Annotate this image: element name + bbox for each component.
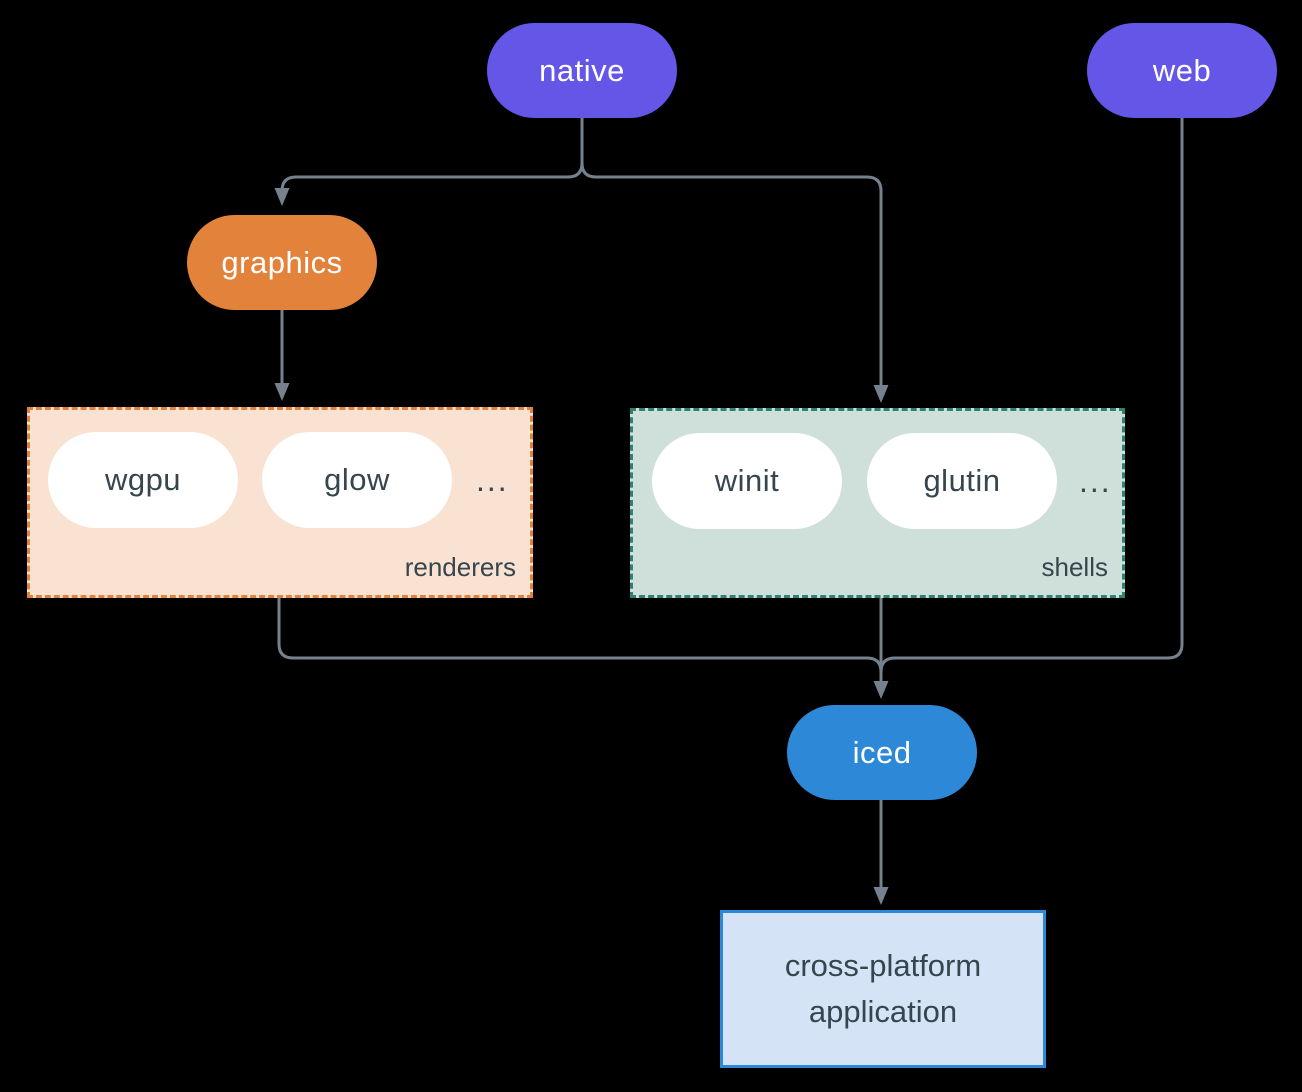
renderers-group-label: renderers <box>404 552 516 582</box>
node-iced: iced <box>787 705 977 800</box>
group-renderers: wgpu glow ... renderers <box>27 407 533 598</box>
application-label-line1: cross-platform <box>784 948 982 983</box>
edge-web-to-junction <box>879 118 1184 673</box>
node-glow: glow <box>262 432 452 528</box>
node-native: native <box>487 23 677 118</box>
node-winit: winit <box>652 433 842 529</box>
edge-native-to-shells <box>580 118 889 403</box>
node-glutin: glutin <box>867 433 1057 529</box>
node-graphics: graphics <box>187 215 377 310</box>
shells-ellipsis: ... <box>1079 462 1112 499</box>
node-wgpu: wgpu <box>48 432 238 528</box>
group-shells: winit glutin ... shells <box>630 408 1125 598</box>
shells-group-label: shells <box>1041 552 1108 582</box>
edge-renderers-to-junction <box>277 598 883 673</box>
renderers-ellipsis: ... <box>476 461 509 498</box>
application-label-line2: application <box>808 994 958 1029</box>
edge-native-to-graphics <box>274 118 584 206</box>
node-web: web <box>1087 23 1277 118</box>
node-application: cross-platform application <box>720 910 1046 1068</box>
